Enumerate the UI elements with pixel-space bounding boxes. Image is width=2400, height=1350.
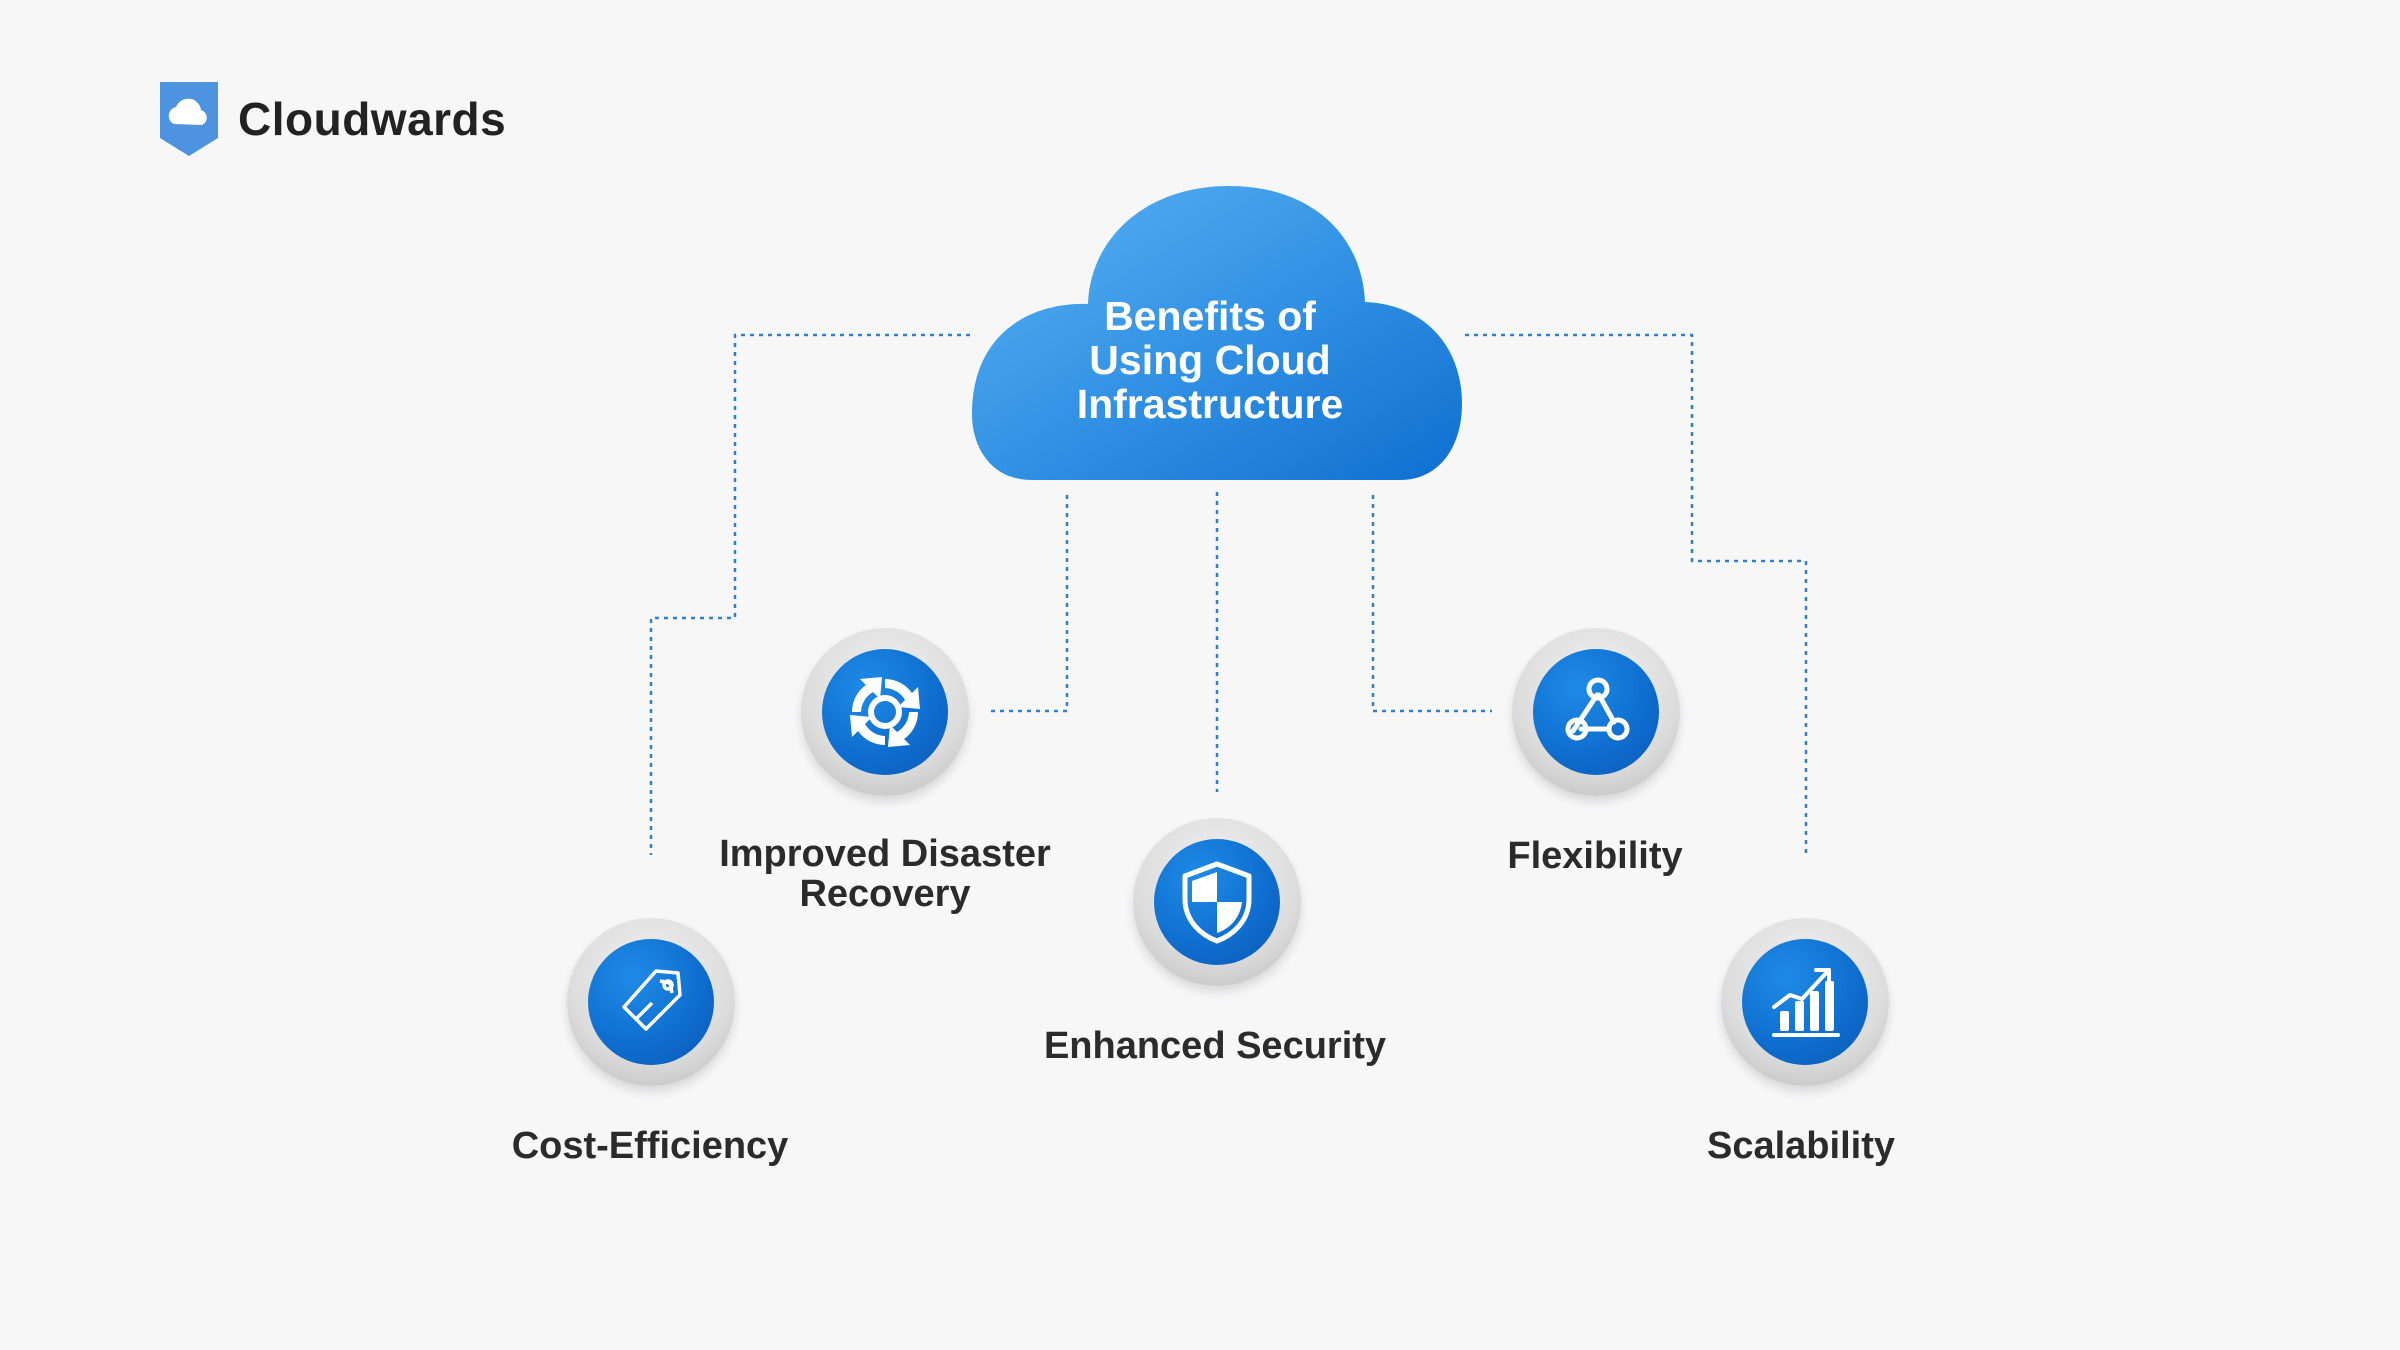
brand-name: Cloudwards bbox=[238, 93, 507, 145]
node-disaster-recovery bbox=[801, 628, 969, 796]
diagram-title: Benefits of Using Cloud Infrastructure bbox=[1076, 293, 1344, 427]
connector-flexibility bbox=[1371, 495, 1492, 713]
label-scalability: Scalability bbox=[1707, 1125, 1895, 1167]
growth-chart-icon bbox=[1772, 968, 1840, 1037]
node-flexibility bbox=[1512, 628, 1680, 796]
node-cost-efficiency bbox=[567, 918, 735, 1086]
recovery-arrows-icon bbox=[850, 677, 920, 747]
connector-scalability bbox=[1465, 333, 1808, 855]
label-enhanced-security: Enhanced Security bbox=[1043, 1025, 1387, 1067]
label-cost-efficiency: Cost-Efficiency bbox=[511, 1125, 789, 1167]
label-disaster-recovery: Improved Disaster Recovery bbox=[719, 833, 1051, 915]
connector-cost bbox=[649, 333, 970, 855]
cloudwards-logo-icon bbox=[160, 82, 218, 156]
node-scalability bbox=[1721, 918, 1889, 1086]
price-tag-icon bbox=[622, 969, 682, 1031]
cloud-shape-icon bbox=[972, 186, 1462, 480]
connector-recovery bbox=[988, 495, 1069, 713]
shield-icon bbox=[1182, 861, 1252, 944]
label-flexibility: Flexibility bbox=[1507, 835, 1683, 877]
node-enhanced-security bbox=[1133, 818, 1301, 986]
brand: Cloudwards bbox=[156, 78, 506, 160]
network-nodes-icon bbox=[1565, 677, 1630, 741]
central-cloud: Benefits of Using Cloud Infrastructure bbox=[970, 184, 1466, 484]
